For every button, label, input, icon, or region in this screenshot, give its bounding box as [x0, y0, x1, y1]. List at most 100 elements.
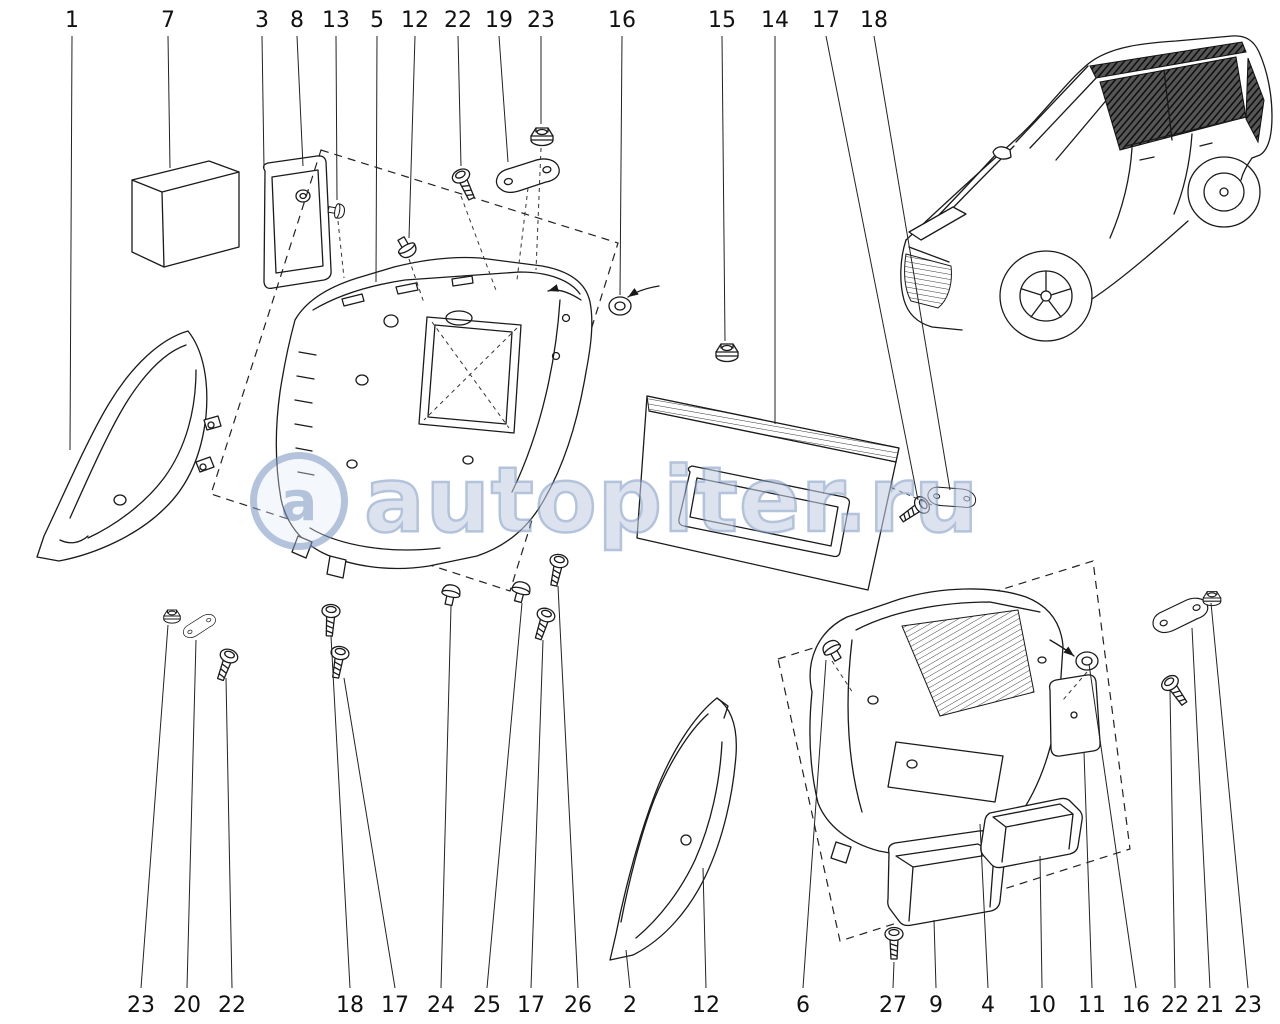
leader-line — [979, 823, 989, 989]
fastener-grommet — [608, 296, 632, 316]
callout-23: 23 — [527, 8, 555, 33]
fastener-screw — [326, 644, 351, 680]
callout-24: 24 — [427, 993, 455, 1018]
leader-line — [498, 35, 509, 163]
callout-17: 17 — [517, 993, 545, 1018]
fastener-screw — [1158, 671, 1193, 710]
callout-7: 7 — [161, 8, 175, 33]
fastener-screw — [319, 603, 342, 638]
leader-line — [933, 919, 937, 989]
callout-25: 25 — [473, 993, 501, 1018]
leader-line — [457, 35, 462, 167]
callout-27: 27 — [879, 993, 907, 1018]
callout-15: 15 — [708, 8, 736, 33]
assembly-connectors — [337, 147, 1088, 701]
fastener-screw — [211, 646, 241, 684]
fastener-screw — [449, 165, 481, 204]
callout-2: 2 — [623, 993, 637, 1018]
fastener-bracket — [179, 611, 219, 641]
leader-line — [375, 35, 378, 283]
fastener-screw — [544, 552, 570, 588]
storage-bin — [131, 160, 240, 268]
fastener-screw — [529, 605, 558, 643]
fastener-nut — [163, 609, 181, 624]
leader-line — [440, 605, 452, 989]
leader-line — [296, 35, 304, 167]
direction-arrows — [547, 284, 1075, 657]
fastener-clip — [508, 579, 533, 605]
wheel-arch-trim-right — [609, 697, 737, 961]
car-mirror — [992, 146, 1012, 160]
leader-line — [702, 867, 707, 989]
leader-line — [1169, 689, 1176, 989]
car-illustration — [900, 35, 1273, 342]
callout-23: 23 — [1234, 993, 1262, 1018]
leader-line — [186, 639, 197, 989]
callout-16: 16 — [608, 8, 636, 33]
callout-18: 18 — [336, 993, 364, 1018]
leader-line — [1088, 663, 1137, 989]
fastener-nut — [530, 127, 554, 147]
callout-23: 23 — [127, 993, 155, 1018]
fastener-grommet — [1075, 651, 1099, 671]
wheel-arch-trim-left — [36, 330, 222, 562]
fastener-screw — [895, 493, 934, 528]
callout-3: 3 — [255, 8, 269, 33]
callout-16: 16 — [1122, 993, 1150, 1018]
callout-19: 19 — [485, 8, 513, 33]
car-front-wheel — [999, 250, 1093, 342]
callout-14: 14 — [761, 8, 789, 33]
leader-line — [619, 35, 623, 296]
fastener-bracket — [925, 481, 978, 514]
callout-17: 17 — [812, 8, 840, 33]
leader-line — [1210, 602, 1249, 989]
right-trunk-trim-panel — [809, 588, 1064, 864]
callout-26: 26 — [564, 993, 592, 1018]
leader-line — [625, 949, 631, 989]
car-grille — [904, 253, 952, 309]
left-trunk-trim-panel — [275, 256, 593, 579]
fastener-nut — [715, 343, 739, 363]
car-rear-wheel — [1187, 156, 1261, 228]
callout-1: 1 — [65, 8, 79, 33]
callout-22: 22 — [444, 8, 472, 33]
leader-line — [557, 585, 579, 989]
car-roof — [1089, 41, 1247, 79]
leader-line — [167, 35, 171, 169]
leader-line — [330, 635, 351, 989]
fastener-bracket — [1148, 593, 1213, 637]
callout-12: 12 — [401, 8, 429, 33]
callout-8: 8 — [290, 8, 304, 33]
leader-line — [408, 35, 416, 239]
callout-20: 20 — [173, 993, 201, 1018]
callout-17: 17 — [381, 993, 409, 1018]
leader-line — [873, 35, 951, 491]
sill-trim-panel — [636, 395, 900, 591]
callout-21: 21 — [1196, 993, 1224, 1018]
leader-line — [530, 639, 544, 989]
left-assembly-boundary — [210, 149, 619, 592]
callout-11: 11 — [1078, 993, 1106, 1018]
fastener-clip — [439, 582, 463, 608]
leader-line — [69, 35, 73, 451]
callout-18: 18 — [860, 8, 888, 33]
fastener-clip — [326, 201, 347, 220]
right-assembly-boundary — [777, 560, 1131, 942]
leader-line — [721, 35, 726, 342]
callout-12: 12 — [692, 993, 720, 1018]
leader-line — [225, 677, 233, 989]
callout-5: 5 — [370, 8, 384, 33]
callout-9: 9 — [929, 993, 943, 1018]
leader-line — [1039, 855, 1043, 989]
storage-box — [887, 830, 1006, 927]
leader-line — [1191, 627, 1211, 989]
callout-13: 13 — [322, 8, 350, 33]
callout-10: 10 — [1028, 993, 1056, 1018]
leader-line — [486, 602, 523, 989]
car-rear-hatch — [1245, 57, 1265, 144]
leader-line — [1083, 751, 1093, 989]
callout-6: 6 — [796, 993, 810, 1018]
